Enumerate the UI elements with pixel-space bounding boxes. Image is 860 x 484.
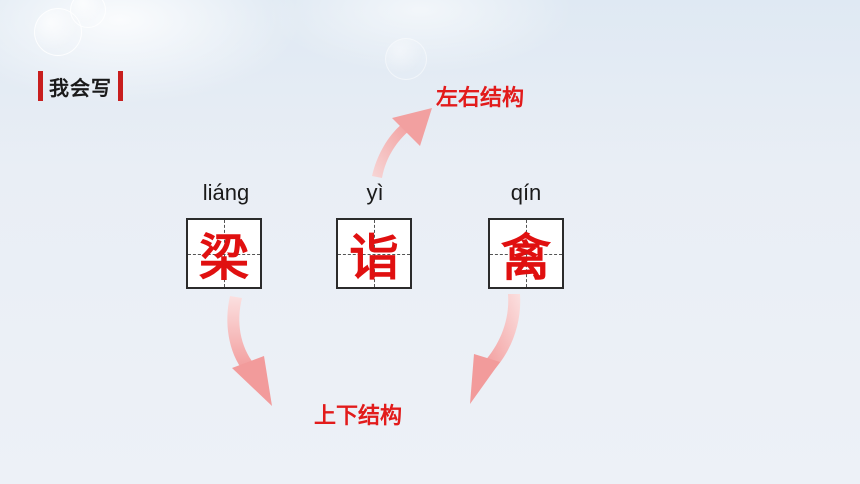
arrow-up-right <box>372 108 432 178</box>
grid-line-vertical <box>224 220 225 287</box>
title-bar-left <box>38 71 43 101</box>
pinyin-1: liáng <box>202 180 250 205</box>
arrow-down-left <box>227 296 272 406</box>
decorative-bubble <box>70 0 106 28</box>
character-1: 梁 <box>199 227 249 287</box>
character-box-3: 禽 <box>488 218 564 289</box>
character-box-1: 梁 <box>186 218 262 289</box>
section-title-text: 我会写 <box>49 75 112 100</box>
label-left-right-structure: 左右结构 <box>436 86 525 111</box>
pinyin-3: qín <box>510 180 542 205</box>
grid-line-vertical <box>526 220 527 287</box>
title-bar-right <box>118 71 123 101</box>
arrow-down-right <box>470 294 521 404</box>
label-top-bottom-structure: 上下结构 <box>314 404 403 429</box>
character-box-2: 诣 <box>336 218 412 289</box>
pinyin-2: yì <box>366 180 384 205</box>
decorative-bubble <box>385 38 427 80</box>
section-title: 我会写 <box>38 70 123 102</box>
grid-line-vertical <box>374 220 375 287</box>
character-2: 诣 <box>349 227 399 287</box>
character-3: 禽 <box>501 227 551 287</box>
